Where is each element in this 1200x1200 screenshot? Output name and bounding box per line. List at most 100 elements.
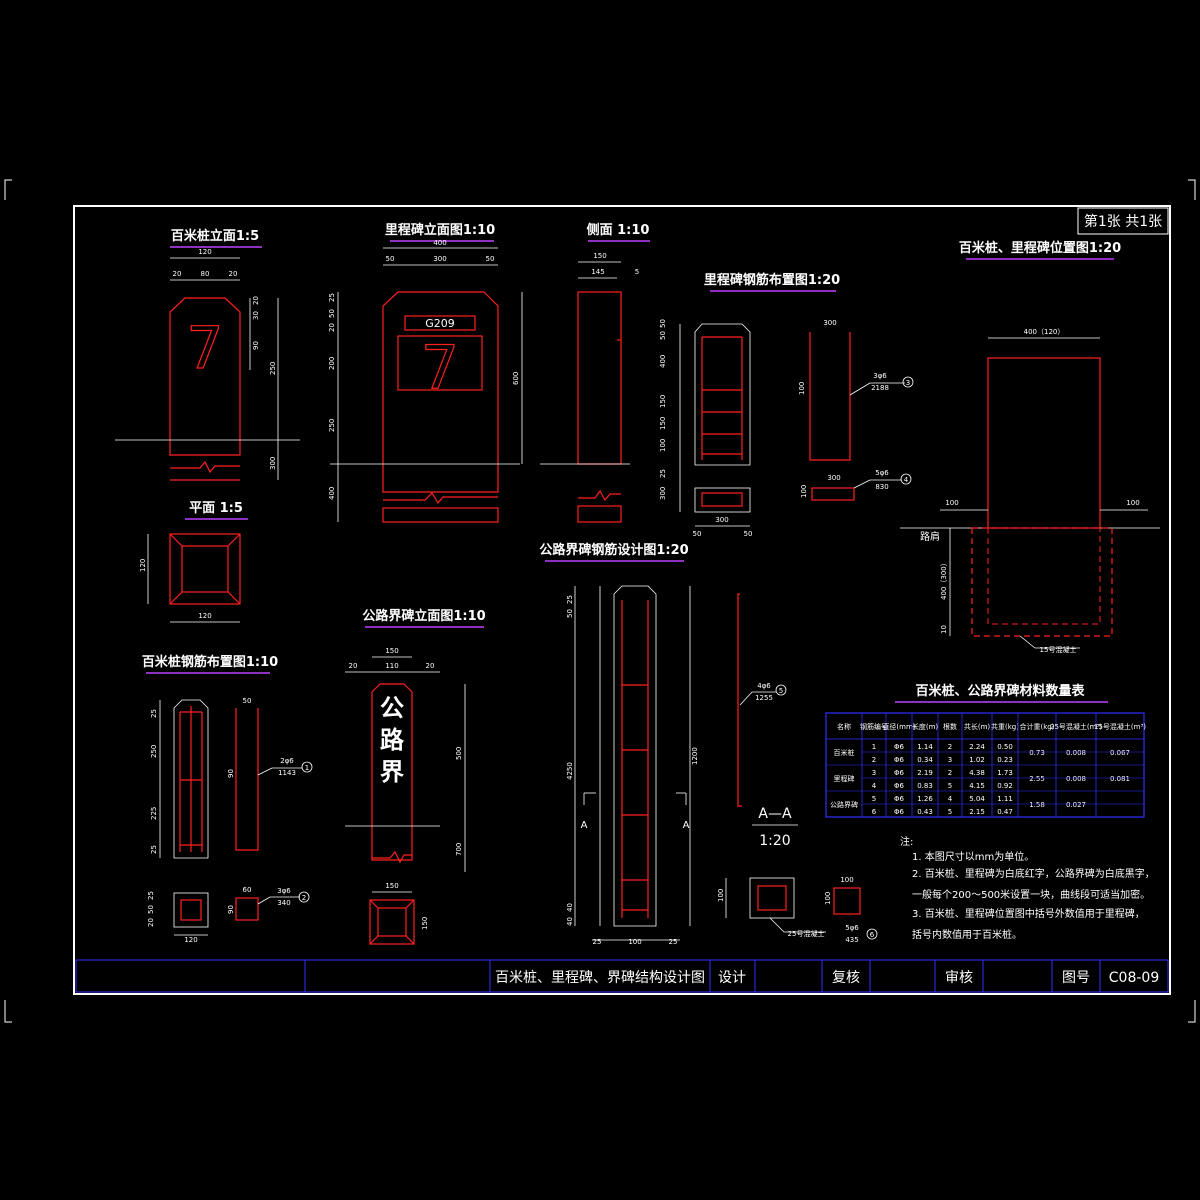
table-cell: 百米桩 <box>834 748 855 757</box>
rebar-length: 1255 <box>755 694 773 702</box>
table-cell: 0.47 <box>997 808 1013 816</box>
table-cell: 5.04 <box>969 795 985 803</box>
dim-label: 600 <box>512 372 520 385</box>
table-title: 百米桩、公路界碑材料数量表 <box>915 683 1085 699</box>
concrete-label: 15号混凝土 <box>1040 645 1077 654</box>
boundary-plan-outer <box>369 899 415 945</box>
dim-label: 90 <box>227 769 235 778</box>
table-cell: 4.15 <box>969 782 985 790</box>
table-header-cell: 长度(m) <box>912 722 939 731</box>
table-cell: 0.43 <box>917 808 933 816</box>
dim-label: 400 <box>328 487 336 500</box>
table-header-cell: 15号混凝土(m³) <box>1094 722 1146 731</box>
dim-label: 4250 <box>566 762 574 780</box>
dim-label: 20 <box>147 918 155 927</box>
dim-label: 300 <box>715 516 728 524</box>
dim-label: 60 <box>243 886 252 894</box>
view-title: 百米桩、里程碑位置图1:20 <box>959 240 1121 256</box>
break-line <box>170 460 240 474</box>
table-cell: 2 <box>948 769 952 777</box>
dim-label: 400 <box>659 355 667 368</box>
dim-label: 400 <box>433 239 446 247</box>
view-title: 侧面 1:10 <box>587 222 650 238</box>
rebar-outline <box>173 699 209 859</box>
side-view: 侧面 1:10 150 145 5 <box>540 222 650 523</box>
rebar-length: 830 <box>875 483 888 491</box>
view-title: 平面 1:5 <box>189 501 243 516</box>
break-line <box>372 850 412 864</box>
digit-box <box>397 335 483 391</box>
table-cell: 2 <box>872 756 876 764</box>
rebar-number: 2 <box>302 894 306 902</box>
dim-label: 25 <box>593 938 602 946</box>
table-cell: 5 <box>948 782 952 790</box>
notes: 注: 1. 本图尺寸以mm为单位。 2. 百米桩、里程碑为白底红字，公路界碑为白… <box>900 835 1155 941</box>
dim-label: 250 <box>328 419 336 432</box>
rebar-outline <box>613 585 657 927</box>
table-cell: 0.92 <box>997 782 1013 790</box>
table-cell: 0.50 <box>997 743 1013 751</box>
dim-label: 90 <box>252 341 260 350</box>
foundation-pit <box>971 527 1113 637</box>
stone-outline <box>382 291 499 493</box>
view-title: 百米桩立面1:5 <box>171 228 259 244</box>
hundred-rebar-layout: 百米桩钢筋布置图1:10 25 250 225 25 50 90 2φ6 114… <box>142 654 313 944</box>
rebar-spec: 4φ6 <box>757 682 771 690</box>
corner-marks <box>4 179 1196 1023</box>
rebar-callout <box>298 891 310 903</box>
view-title: 里程碑钢筋布置图1:20 <box>704 272 840 288</box>
plan-inner <box>181 545 229 593</box>
note-line: 1. 本图尺寸以mm为单位。 <box>912 850 1034 863</box>
dim-label: 90 <box>227 905 235 914</box>
rebar-lines <box>179 706 203 852</box>
note-line: 注: <box>900 835 913 848</box>
table-cell: 公路界碑 <box>830 800 858 809</box>
rebar-callout <box>902 376 914 388</box>
dim-label: 110 <box>385 662 398 670</box>
table-cell: 5 <box>948 808 952 816</box>
dim-label: 50 <box>566 609 574 618</box>
rebar-callout <box>301 761 313 773</box>
view-title: 里程碑立面图1:10 <box>385 222 495 238</box>
plan-view: 平面 1:5 120 120 <box>139 501 248 623</box>
view-title: 百米桩钢筋布置图1:10 <box>142 654 278 670</box>
dim-label: 20 <box>229 270 238 278</box>
dim-label: 150 <box>385 882 398 890</box>
dim-label: 250 <box>150 745 158 758</box>
dim-label: 150 <box>385 647 398 655</box>
dim-label: 25 <box>150 845 158 854</box>
rebar-spec: 5φ6 <box>845 924 859 932</box>
dim-label: 100 <box>800 485 808 498</box>
dim-label: 400（300） <box>940 559 948 600</box>
break-line <box>578 489 621 502</box>
rebar-6-shape <box>833 887 861 915</box>
view-title: 公路界碑钢筋设计图1:20 <box>539 542 688 558</box>
rebar-length: 1143 <box>278 769 296 777</box>
table-cell: 3 <box>948 756 952 764</box>
rebar-number: 3 <box>906 379 910 387</box>
rebar-spec: 3φ6 <box>873 372 887 380</box>
dim-label: 80 <box>201 270 210 278</box>
drawing-number: C08-09 <box>1109 970 1159 986</box>
rebar-number: 6 <box>870 931 875 939</box>
table-cell: 1.11 <box>997 795 1013 803</box>
table-cell: 3 <box>872 769 876 777</box>
dim-label: 300 <box>269 457 277 470</box>
boundary-char: 公 <box>380 694 404 722</box>
dim-label: 50 <box>693 530 702 538</box>
view-title: 公路界碑立面图1:10 <box>362 608 485 624</box>
table-header-cell: 直径(mm) <box>882 722 915 731</box>
km-stone-elevation: 里程碑立面图1:10 G209 7 400 50 300 50 25 50 20… <box>328 222 523 523</box>
dim-label: 400（120） <box>1024 328 1065 336</box>
table-cell: 0.081 <box>1110 775 1130 783</box>
dim-label: 150 <box>421 917 429 930</box>
table-cell: 2.19 <box>917 769 933 777</box>
table-cell: Φ6 <box>894 743 905 751</box>
section-mark: A <box>683 820 690 831</box>
dim-label: 50 <box>386 255 395 263</box>
dim-label: 20 <box>173 270 182 278</box>
dim-label: 100 <box>628 938 641 946</box>
dim-label: 50 <box>243 697 252 705</box>
dim-label: 150 <box>593 252 606 260</box>
dim-label: 1200 <box>691 747 699 765</box>
